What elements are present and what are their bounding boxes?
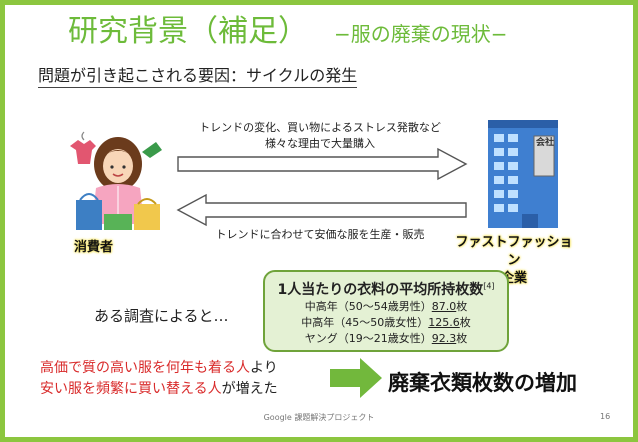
stats-row-value: 125.6 [428, 316, 460, 329]
stats-row-label: 中高年（45〜50歳女性） [301, 316, 429, 329]
flow-top-line1: トレンドの変化、買い物によるストレス発散など [199, 121, 441, 134]
conclusion-text: 廃棄衣類枚数の増加 [388, 371, 577, 395]
stats-row-unit: 枚 [456, 332, 468, 345]
consumer-label: 消費者 [74, 240, 114, 255]
stats-ref: [4] [483, 281, 495, 291]
stats-row-value: 92.3 [431, 332, 457, 345]
stats-row-unit: 枚 [459, 316, 471, 329]
company-label-line1: ファストファッション [455, 235, 573, 268]
finding-line2-highlight: 安い服を頻繁に買い替える人 [40, 381, 222, 397]
page-title: 研究背景（補足） −服の廃棄の現状− [68, 6, 508, 50]
finding-line2: 安い服を頻繁に買い替える人が増えた [40, 379, 278, 400]
right-arrow-icon [177, 147, 468, 181]
conclusion-arrow-icon [330, 358, 382, 398]
flow-top-text: トレンドの変化、買い物によるストレス発散など 様々な理由で大量購入 [180, 120, 460, 152]
footer-text: Google 課題解決プロジェクト [263, 413, 375, 422]
stats-row-label: ヤング（19〜21歳女性） [304, 332, 432, 345]
stats-title: 1人当たりの衣料の平均所持枚数[4] [265, 279, 507, 299]
flow-bottom-text: トレンドに合わせて安価な服を生産・販売 [215, 228, 425, 241]
stats-row-value: 87.0 [431, 300, 457, 313]
left-arrow-icon [176, 193, 467, 227]
page-number: 16 [600, 412, 611, 421]
company-building-illustration [488, 120, 558, 228]
title-main: 研究背景（補足） [68, 14, 308, 49]
finding-text: 高価で質の高い服を何年も着る人より 安い服を頻繁に買い替える人が増えた [40, 358, 278, 400]
finding-line2-rest: が増えた [221, 381, 278, 397]
finding-line1: 高価で質の高い服を何年も着る人より [40, 358, 278, 379]
finding-line1-rest: より [250, 360, 278, 376]
stats-row-label: 中高年（50〜54歳男性） [304, 300, 432, 313]
consumer-shopping-illustration [70, 131, 162, 230]
flow-top-line2: 様々な理由で大量購入 [265, 137, 375, 150]
stats-row: 中高年（50〜54歳男性）87.0枚 [265, 299, 507, 315]
stats-row-unit: 枚 [456, 300, 468, 313]
stats-title-text: 1人当たりの衣料の平均所持枚数 [277, 282, 484, 298]
stats-box: 1人当たりの衣料の平均所持枚数[4] 中高年（50〜54歳男性）87.0枚 中高… [263, 270, 509, 352]
section-subtitle: 問題が引き起こされる要因：サイクルの発生 [38, 62, 358, 88]
company-sign: 会社 [536, 138, 555, 148]
title-sub: −服の廃棄の現状− [334, 22, 508, 46]
stats-row: ヤング（19〜21歳女性）92.3枚 [265, 331, 507, 347]
survey-intro: ある調査によると… [94, 307, 229, 325]
stats-row: 中高年（45〜50歳女性）125.6枚 [265, 315, 507, 331]
finding-line1-highlight: 高価で質の高い服を何年も着る人 [40, 360, 250, 376]
